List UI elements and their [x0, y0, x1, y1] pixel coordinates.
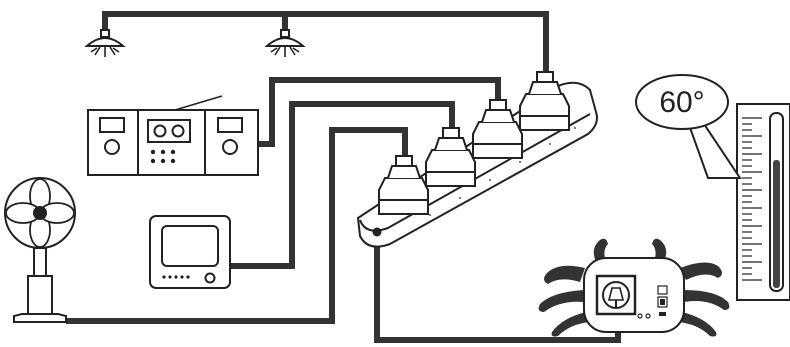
lamp-wire [102, 11, 549, 80]
socket-legs [538, 238, 730, 337]
strip-to-socket-wire [374, 232, 621, 343]
radio-wire [258, 77, 501, 147]
ceiling-lamp-2 [264, 29, 306, 57]
strip-plug-2 [425, 127, 476, 187]
strip-plug-1 [378, 155, 429, 215]
strip-plug-4 [519, 71, 570, 131]
ceiling-lamp-1 [84, 29, 126, 57]
fan-wire [66, 127, 408, 324]
stereo-radio [87, 95, 259, 176]
temperature-label: 60° [659, 86, 704, 119]
thermometer [736, 103, 790, 301]
television [149, 215, 231, 289]
temperature-callout [635, 74, 742, 179]
tv-wire [230, 101, 455, 269]
wires [66, 11, 621, 343]
power-strip [356, 71, 598, 248]
strip-plug-3 [472, 99, 523, 159]
thermometer-scale [742, 117, 762, 281]
smart-socket [538, 238, 730, 337]
electric-fan [4, 177, 76, 323]
